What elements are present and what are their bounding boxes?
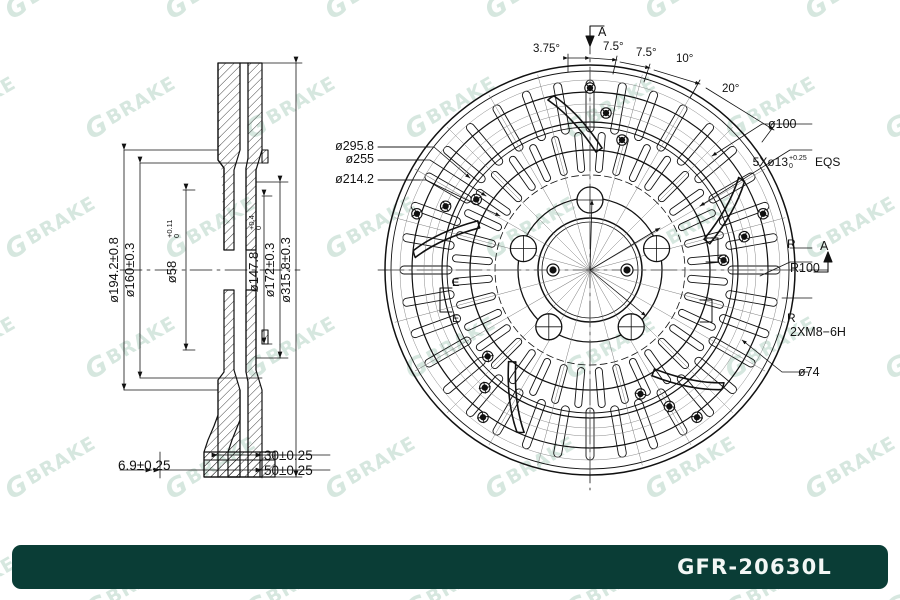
part-number-label: GFR-20630L — [677, 555, 832, 579]
dim-label-58-tol-upper: +0.11 — [165, 220, 174, 238]
dim-label-58-tol-lower: 0 — [172, 234, 181, 238]
dia-label-295-8: ø295.8 — [335, 139, 374, 153]
dia-label-74: ø74 — [798, 365, 820, 379]
dim-label-58-group: ø58 +0.11 0 — [164, 220, 181, 284]
feature-label-5x13: 5Xø13 — [753, 155, 789, 169]
callout-leaders-right — [699, 123, 813, 373]
threaded-holes — [546, 263, 634, 277]
footer-bar: GFR-20630L — [12, 545, 888, 589]
angle-label-7-5-a: 7.5° — [603, 41, 624, 53]
section-letter-a-right: A — [820, 239, 829, 253]
section-view — [119, 56, 331, 479]
detail-bracket-r-upper — [705, 237, 719, 263]
detail-bracket-e — [439, 287, 453, 313]
dim-label-147-tol-lower: 0 — [254, 226, 263, 230]
section-letter-a-top: A — [598, 25, 607, 39]
angle-label-3-75: 3.75° — [533, 43, 560, 55]
face-view — [377, 25, 833, 491]
dim-label-147-group: ø147.8 +0.4 0 — [246, 215, 263, 292]
dim-label-69: 6.9±0.25 — [118, 458, 170, 473]
dia-label-214-2: ø214.2 — [335, 172, 374, 186]
angle-label-7-5-b: 7.5° — [636, 47, 657, 59]
dim-label-147-tol-upper: +0.4 — [247, 215, 256, 230]
section-marker-a-right — [813, 251, 833, 273]
feature-label-5x13-suffix: EQS — [815, 155, 840, 169]
feature-label-5x13-tol-upper: +0.25 — [789, 155, 807, 162]
dim-label-50: 50±0.25 — [264, 463, 313, 478]
dia-label-255: ø255 — [346, 152, 375, 166]
detail-bracket-r-lower — [699, 299, 713, 323]
dim-label-160: ø160±0.3 — [122, 243, 137, 298]
feature-label-5x13-tol-lower: 0 — [789, 163, 793, 170]
dim-label-172: ø172±0.3 — [262, 243, 277, 298]
angle-label-10: 10° — [676, 53, 693, 65]
dim-label-30: 30±0.25 — [264, 448, 313, 463]
drawing-labels: ø194.2±0.8 ø160±0.3 ø58 +0.11 0 ø147.8 +… — [106, 25, 846, 478]
feature-label-2xm8: 2XM8−6H — [790, 325, 846, 339]
detail-letter-e-upper: E — [452, 277, 459, 289]
detail-letter-r-upper: R — [787, 237, 796, 251]
angle-label-20: 20° — [722, 83, 739, 95]
dia-label-100: ø100 — [768, 117, 797, 131]
detail-letter-r-lower: R — [787, 311, 796, 325]
detail-letter-e-lower: E — [452, 313, 459, 325]
construction-rays — [387, 67, 793, 473]
section-marker-a-top — [585, 25, 605, 47]
dim-label-147: ø147.8 — [246, 252, 261, 292]
drilled-holes — [411, 82, 769, 424]
dim-label-58: ø58 — [164, 261, 179, 283]
callout-leaders-left — [377, 146, 501, 217]
face-slots — [412, 95, 746, 434]
dim-label-3158: ø315.8±0.3 — [278, 237, 293, 303]
dim-label-194: ø194.2±0.8 — [106, 237, 121, 303]
feature-label-r100: R100 — [790, 261, 820, 275]
feature-label-5x13-group: 5Xø13 +0.25 0 EQS — [753, 155, 841, 170]
angle-arcs — [563, 53, 775, 143]
section-dimension-lines — [121, 56, 303, 478]
